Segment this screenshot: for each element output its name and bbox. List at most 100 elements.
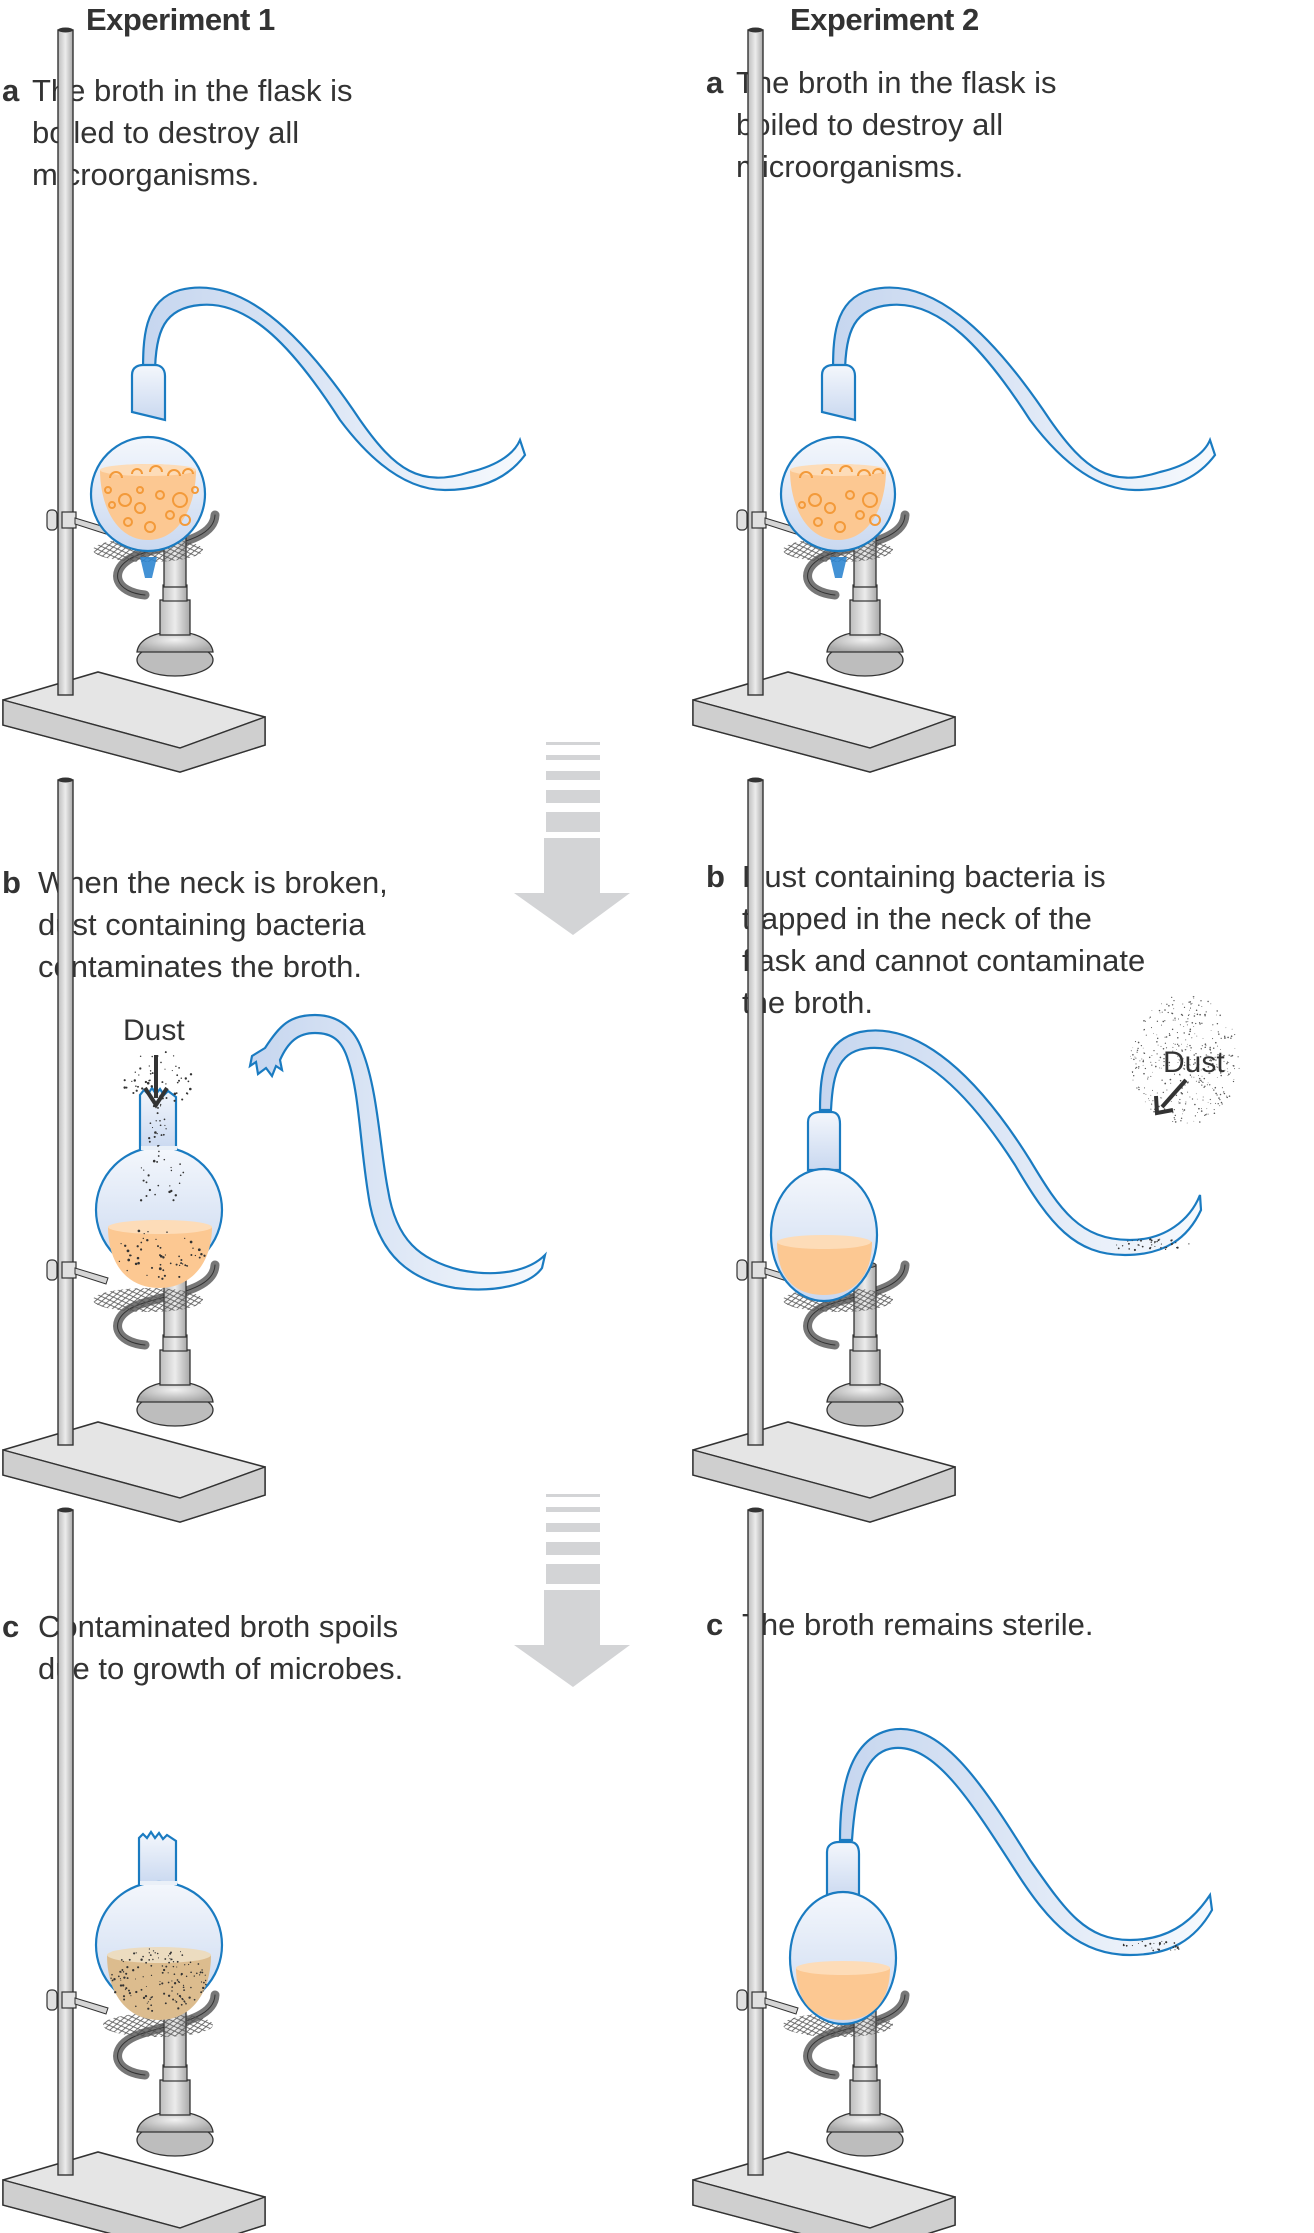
speck <box>1148 1056 1151 1059</box>
speck <box>142 1976 144 1978</box>
speck <box>1177 1037 1179 1039</box>
speck <box>1206 1108 1208 1110</box>
speck <box>156 1133 158 1135</box>
speck <box>1140 1044 1143 1047</box>
speck <box>189 1961 192 1964</box>
step-letter: a <box>706 65 724 100</box>
speck <box>1225 1037 1227 1039</box>
speck <box>1137 1041 1140 1044</box>
speck <box>1127 1242 1130 1245</box>
speck <box>148 1188 152 1192</box>
speck <box>178 1275 181 1278</box>
speck <box>1148 1100 1150 1101</box>
speck <box>1176 1032 1178 1034</box>
speck <box>1153 1942 1155 1944</box>
speck <box>1206 1084 1208 1086</box>
speck <box>198 1256 201 1259</box>
speck <box>1179 1073 1181 1076</box>
speck <box>156 1952 159 1955</box>
speck <box>146 1081 150 1085</box>
speck <box>1160 1024 1163 1026</box>
speck <box>1149 1016 1151 1018</box>
speck <box>159 1983 161 1986</box>
speck <box>1234 1034 1236 1036</box>
speck <box>1161 1011 1163 1013</box>
speck <box>137 1966 140 1969</box>
speck <box>157 1155 160 1157</box>
speck <box>171 1986 174 1988</box>
speck <box>1202 1099 1204 1101</box>
speck <box>171 1070 173 1072</box>
speck <box>160 1061 162 1064</box>
speck <box>1210 1030 1212 1031</box>
speck <box>1172 1111 1174 1114</box>
speck <box>1217 1103 1219 1105</box>
speck <box>1216 1014 1217 1016</box>
speck <box>126 1966 129 1969</box>
speck <box>1200 1108 1202 1110</box>
speck <box>148 1140 151 1143</box>
speck <box>1143 1087 1146 1089</box>
boiling-bubbles <box>798 465 884 533</box>
speck <box>161 1971 164 1974</box>
speck <box>167 1972 169 1974</box>
speck <box>157 1245 159 1248</box>
speck <box>178 1067 180 1069</box>
speck <box>1195 1022 1197 1025</box>
speck <box>1207 1066 1210 1068</box>
speck <box>1182 1014 1184 1017</box>
speck <box>180 1258 183 1262</box>
speck <box>189 1240 193 1244</box>
speck <box>128 1991 132 1995</box>
speck <box>1200 1110 1203 1112</box>
speck <box>151 1127 154 1129</box>
speck <box>1159 1056 1162 1059</box>
speck <box>1221 1087 1223 1089</box>
speck <box>1182 1003 1184 1005</box>
speck <box>157 1184 160 1187</box>
speck <box>1161 1003 1162 1005</box>
speck <box>176 1960 179 1963</box>
speck <box>1204 1015 1206 1017</box>
speck <box>1230 1055 1232 1057</box>
speck <box>122 1984 125 1987</box>
speck <box>1219 1072 1222 1074</box>
speck <box>1163 1064 1165 1067</box>
speck <box>195 1972 198 1975</box>
speck <box>1130 1058 1132 1059</box>
speck <box>1140 1239 1142 1242</box>
speck <box>1139 1060 1141 1062</box>
speck <box>1132 1053 1134 1056</box>
speck <box>1138 1238 1140 1240</box>
speck <box>1180 1117 1183 1120</box>
speck <box>149 1072 152 1075</box>
speck <box>1133 1058 1135 1061</box>
speck <box>1181 1108 1184 1110</box>
speck <box>164 1124 166 1127</box>
speck <box>1149 1238 1152 1241</box>
speck <box>1144 1944 1147 1947</box>
speck <box>1168 1065 1170 1067</box>
speck <box>171 1990 173 1992</box>
speck <box>1227 1036 1229 1039</box>
speck <box>1204 1043 1207 1046</box>
speck <box>1151 1244 1153 1246</box>
speck <box>162 1269 165 1272</box>
speck <box>1174 1114 1176 1117</box>
speck <box>1136 1049 1139 1052</box>
speck <box>1150 1239 1153 1242</box>
speck <box>1181 1050 1184 1052</box>
speck <box>1151 1947 1153 1949</box>
speck <box>147 1231 149 1233</box>
speck <box>1233 1079 1235 1081</box>
boiling-bubbles <box>104 465 199 533</box>
speck <box>1135 1057 1137 1059</box>
speck <box>1130 1050 1132 1052</box>
speck <box>1161 1097 1163 1099</box>
speck <box>1214 1086 1217 1089</box>
broken-swan-neck-tube <box>248 1013 547 1291</box>
speck <box>1193 1054 1195 1056</box>
speck <box>1195 1093 1197 1095</box>
speck <box>140 1248 143 1251</box>
speck <box>1189 1030 1191 1033</box>
